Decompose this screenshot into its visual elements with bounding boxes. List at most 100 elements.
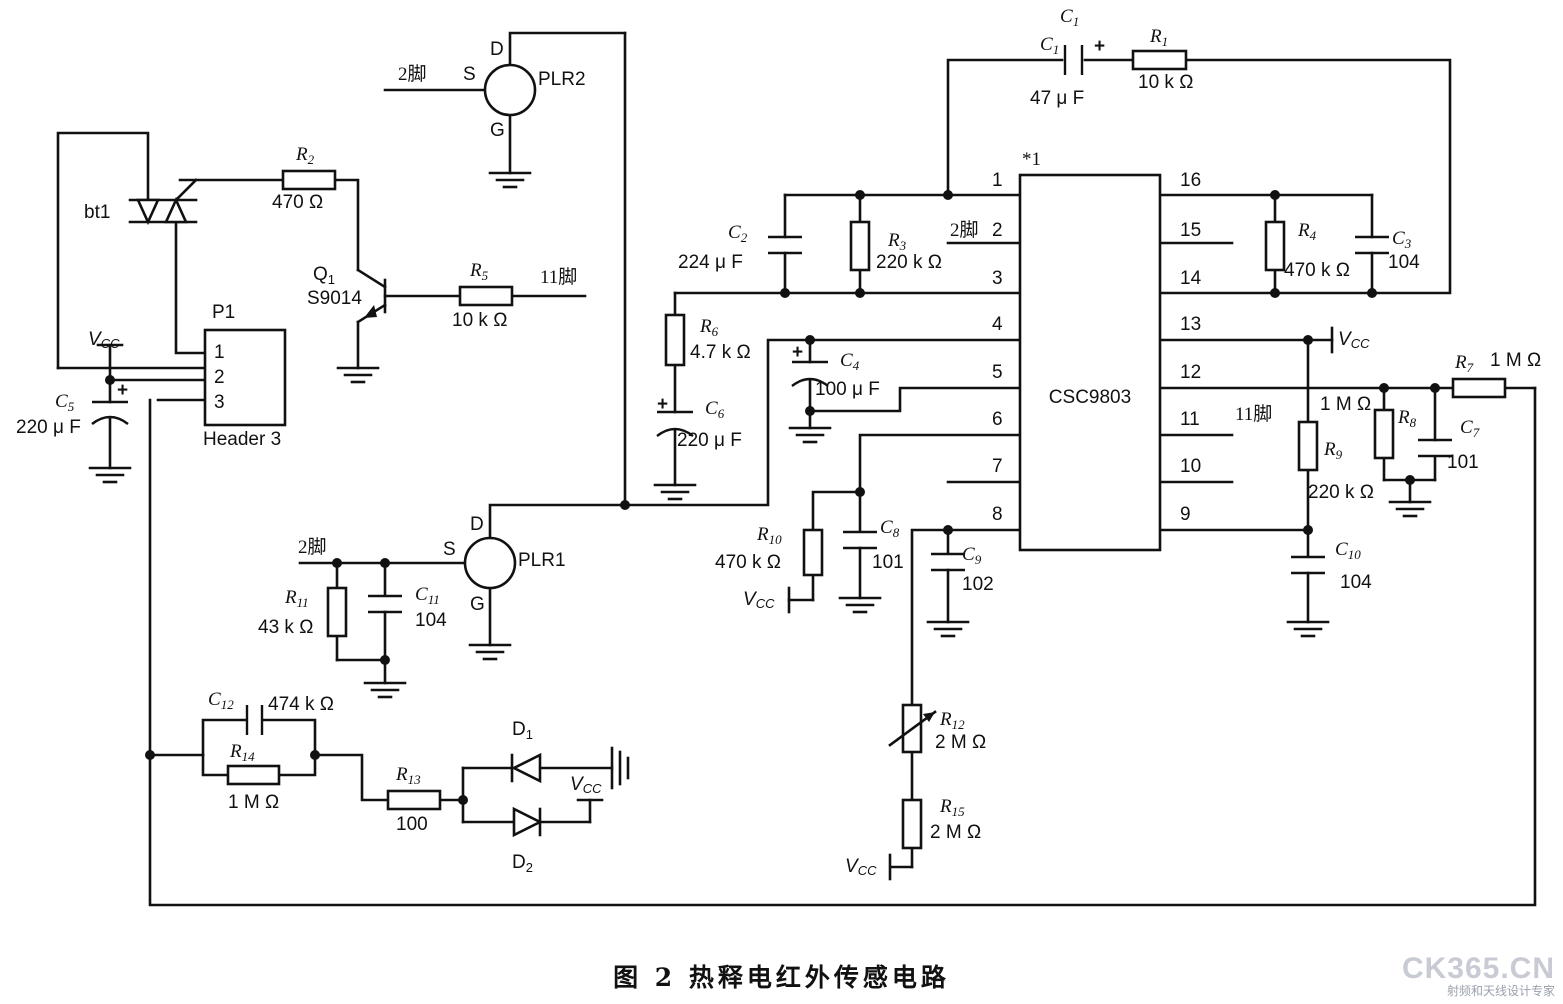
- svg-text:C3: C3: [1392, 228, 1412, 251]
- ic-pin-label: 15: [1180, 220, 1201, 241]
- svg-text:R6: R6: [699, 316, 719, 339]
- svg-text:VCC: VCC: [88, 329, 120, 351]
- svg-text:PLR2: PLR2: [538, 69, 586, 90]
- svg-text:R2: R2: [295, 144, 315, 167]
- svg-text:220 k Ω: 220 k Ω: [1308, 482, 1374, 503]
- watermark: CK365.CN 射频和天线设计专家: [1402, 952, 1555, 999]
- ic-pin-label: 1: [992, 170, 1003, 191]
- svg-text:+: +: [1094, 36, 1105, 57]
- svg-text:C12: C12: [208, 689, 234, 712]
- ground-icon: [336, 366, 380, 384]
- svg-text:VCC: VCC: [845, 856, 877, 878]
- svg-text:220 μ F: 220 μ F: [677, 430, 742, 451]
- capacitors: [91, 45, 1452, 735]
- svg-text:R5: R5: [469, 260, 489, 283]
- r8-body: [1373, 408, 1395, 460]
- svg-text:bt1: bt1: [84, 202, 110, 223]
- svg-text:470 k Ω: 470 k Ω: [715, 552, 781, 573]
- ic-pin-label: 10: [1180, 456, 1201, 477]
- r15-body: [901, 798, 923, 850]
- r11-body: [326, 586, 348, 638]
- svg-text:G: G: [490, 120, 505, 141]
- r10-body: [802, 528, 824, 577]
- ic-name: CSC9803: [1049, 387, 1131, 408]
- svg-text:R3: R3: [887, 230, 907, 253]
- ground-icon: [838, 596, 882, 614]
- svg-text:R8: R8: [1397, 407, 1417, 430]
- svg-text:4.7 k Ω: 4.7 k Ω: [690, 342, 751, 363]
- svg-text:470 k Ω: 470 k Ω: [1284, 260, 1350, 281]
- svg-text:C9: C9: [962, 544, 982, 567]
- ground-symbols: [88, 171, 1432, 699]
- svg-text:R15: R15: [939, 796, 965, 819]
- svg-text:G: G: [470, 594, 485, 615]
- r2-body: [281, 169, 337, 191]
- ground-icon: [653, 483, 697, 501]
- svg-text:2: 2: [214, 367, 225, 388]
- svg-text:R4: R4: [1297, 220, 1317, 243]
- svg-text:220 μ F: 220 μ F: [16, 417, 81, 438]
- svg-text:VCC: VCC: [743, 589, 775, 611]
- ic-pin-label: 2: [992, 220, 1003, 241]
- svg-text:C1: C1: [1060, 6, 1079, 29]
- svg-text:Q1: Q1: [313, 264, 335, 287]
- resistors: [226, 49, 1507, 850]
- svg-text:101: 101: [1447, 452, 1479, 473]
- ic-pin-label: 9: [1180, 504, 1191, 525]
- svg-text:104: 104: [415, 610, 447, 631]
- ground-icon: [1286, 620, 1330, 638]
- r14-body: [226, 764, 281, 786]
- svg-text:S: S: [463, 64, 476, 85]
- svg-text:R13: R13: [395, 764, 421, 787]
- component-labels: C1 C1 47 μ F R1 10 k Ω R2 470 Ω C2 224 μ…: [16, 6, 1541, 843]
- r7-body: [1451, 377, 1507, 399]
- ground-icon: [788, 426, 832, 444]
- svg-text:104: 104: [1340, 572, 1372, 593]
- svg-text:VCC: VCC: [570, 774, 602, 796]
- watermark-subtitle: 射频和天线设计专家: [1446, 984, 1555, 998]
- ground-icon: [88, 466, 132, 484]
- ground-icon: [1388, 500, 1432, 518]
- svg-text:C6: C6: [705, 398, 725, 421]
- svg-text:VCC: VCC: [1338, 329, 1370, 351]
- svg-text:11脚: 11脚: [1235, 403, 1272, 425]
- svg-text:R7: R7: [1454, 352, 1474, 375]
- r3-body: [849, 220, 871, 272]
- svg-text:2脚: 2脚: [298, 536, 327, 558]
- svg-text:R14: R14: [229, 741, 255, 764]
- svg-text:474 k Ω: 474 k Ω: [268, 694, 334, 715]
- r1-body: [1131, 49, 1188, 71]
- svg-text:D2: D2: [512, 852, 533, 875]
- svg-text:3: 3: [214, 392, 225, 413]
- svg-text:R12: R12: [939, 709, 965, 732]
- ic-marker: *1: [1022, 149, 1041, 170]
- svg-text:2 M Ω: 2 M Ω: [930, 822, 981, 843]
- watermark-logo: CK365.CN: [1401, 952, 1555, 985]
- ic-pin-label: 12: [1180, 362, 1201, 383]
- svg-text:C10: C10: [1335, 539, 1361, 562]
- ic-pin-label: 16: [1180, 170, 1201, 191]
- header-p1: P1 Header 3 1 2 3: [203, 302, 287, 450]
- svg-text:D: D: [470, 514, 484, 535]
- ic-pin-label: 6: [992, 409, 1003, 430]
- svg-text:R9: R9: [1323, 439, 1343, 462]
- sensor-plr2: D S G PLR2 2脚: [398, 39, 586, 141]
- svg-text:1 M Ω: 1 M Ω: [1490, 350, 1541, 371]
- svg-text:R10: R10: [756, 524, 782, 547]
- svg-text:+: +: [657, 394, 668, 415]
- r6-body: [664, 313, 686, 367]
- ic-pin-label: 11: [1180, 409, 1200, 430]
- svg-text:S: S: [443, 539, 456, 560]
- ic-pin-label: 8: [992, 504, 1003, 525]
- svg-text:2脚: 2脚: [950, 219, 979, 241]
- svg-text:R11: R11: [284, 587, 309, 610]
- sensor-plr1: D S G PLR1 2脚: [298, 514, 566, 615]
- triac-bt1: bt1: [84, 178, 198, 226]
- svg-text:C4: C4: [840, 350, 860, 373]
- ground-icon: [468, 643, 512, 661]
- svg-text:220 k Ω: 220 k Ω: [876, 252, 942, 273]
- ic-pin-label: 7: [992, 456, 1003, 477]
